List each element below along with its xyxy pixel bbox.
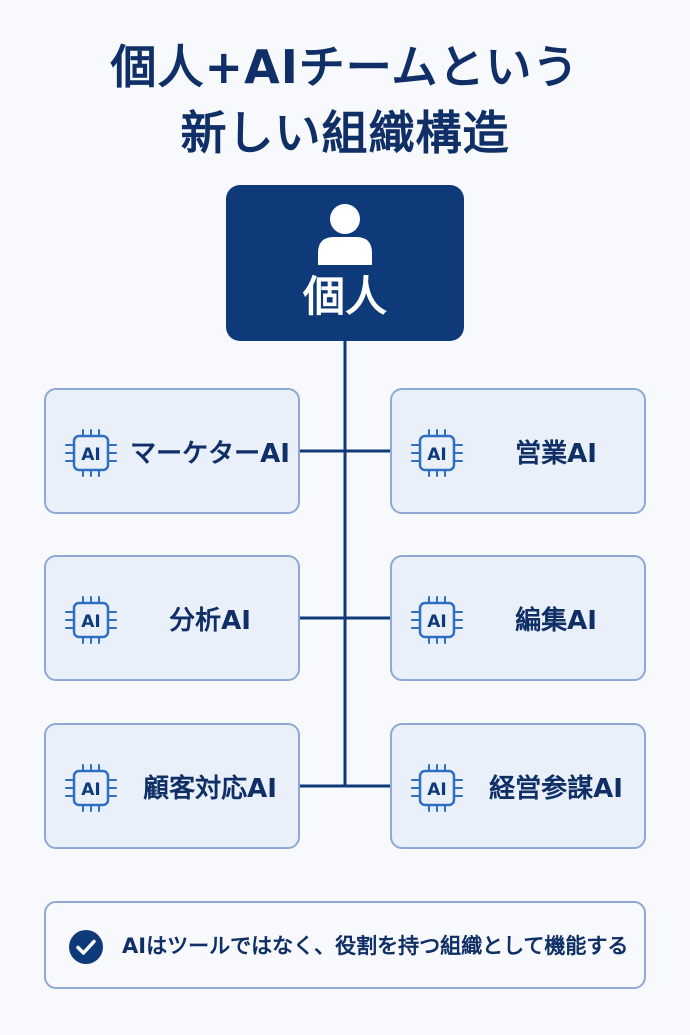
- role-card-marketer: AI マーケターAI: [44, 388, 300, 514]
- svg-text:AI: AI: [81, 612, 100, 632]
- role-card-editing: AI 編集AI: [390, 555, 646, 681]
- svg-text:AI: AI: [427, 780, 446, 800]
- role-card-customer-support: AI 顧客対応AI: [44, 723, 300, 849]
- page-title-line-1: 個人+AIチームという: [110, 40, 580, 94]
- role-label: 営業AI: [515, 438, 597, 469]
- role-label: 顧客対応AI: [143, 773, 277, 804]
- ai-chip-icon: AI: [65, 429, 117, 477]
- ai-chip-icon: AI: [411, 764, 463, 812]
- page-title-line-2: 新しい組織構造: [180, 106, 510, 160]
- svg-text:AI: AI: [427, 445, 446, 465]
- role-card-management-advisor: AI 経営参謀AI: [390, 723, 646, 849]
- ai-chip-icon: AI: [411, 429, 463, 477]
- summary-note: AIはツールではなく、役割を持つ組織として機能する: [44, 901, 646, 989]
- ai-chip-icon: AI: [65, 596, 117, 644]
- person-node: 個人: [226, 185, 464, 341]
- check-circle-icon: [69, 930, 103, 964]
- summary-text: AIはツールではなく、役割を持つ組織として機能する: [122, 934, 629, 958]
- role-label: 分析AI: [169, 605, 251, 636]
- svg-text:AI: AI: [427, 612, 446, 632]
- role-card-analysis: AI 分析AI: [44, 555, 300, 681]
- person-label: 個人: [302, 272, 387, 321]
- ai-chip-icon: AI: [65, 764, 117, 812]
- person-icon: [318, 204, 372, 265]
- svg-text:AI: AI: [81, 445, 100, 465]
- svg-text:AI: AI: [81, 780, 100, 800]
- role-label: 経営参謀AI: [489, 773, 623, 804]
- ai-chip-icon: AI: [411, 596, 463, 644]
- role-label: マーケターAI: [130, 438, 290, 469]
- role-label: 編集AI: [515, 605, 597, 636]
- role-card-sales: AI 営業AI: [390, 388, 646, 514]
